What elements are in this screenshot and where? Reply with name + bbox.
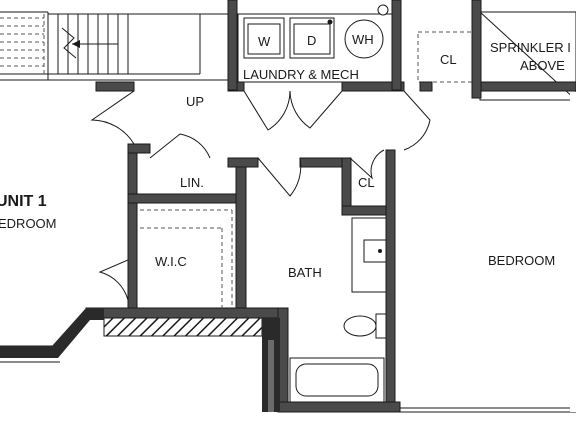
water-heater-label: WH — [352, 32, 374, 47]
laundry-label: LAUNDRY & MECH — [243, 67, 359, 82]
bath-label: BATH — [288, 265, 322, 280]
linen-label: LIN. — [180, 175, 204, 190]
toilet — [343, 315, 377, 337]
sprinkler-label-2: ABOVE — [520, 58, 565, 73]
washer-label: W — [258, 34, 271, 49]
closet-top — [417, 31, 477, 83]
stair — [0, 0, 228, 81]
closet-top-label: CL — [440, 52, 457, 67]
bath-fixtures — [289, 217, 387, 403]
closet-mid-label: CL — [358, 175, 375, 190]
sprinkler-label-1: SPRINKLER I — [490, 40, 571, 55]
water-heater — [344, 19, 384, 59]
bedroom-right-label: BEDROOM — [488, 253, 555, 268]
bedroom-left-label: EDROOM — [0, 216, 57, 231]
dashed-lines — [140, 209, 233, 308]
doors — [90, 90, 431, 301]
wic-label: W.I.C — [155, 254, 187, 269]
exterior-wall — [0, 308, 280, 412]
right-wall — [400, 92, 576, 413]
unit-label: UNIT 1 — [0, 193, 47, 210]
laundry-area — [237, 4, 397, 83]
up-label: UP — [186, 94, 204, 109]
dryer-label: D — [307, 33, 316, 48]
